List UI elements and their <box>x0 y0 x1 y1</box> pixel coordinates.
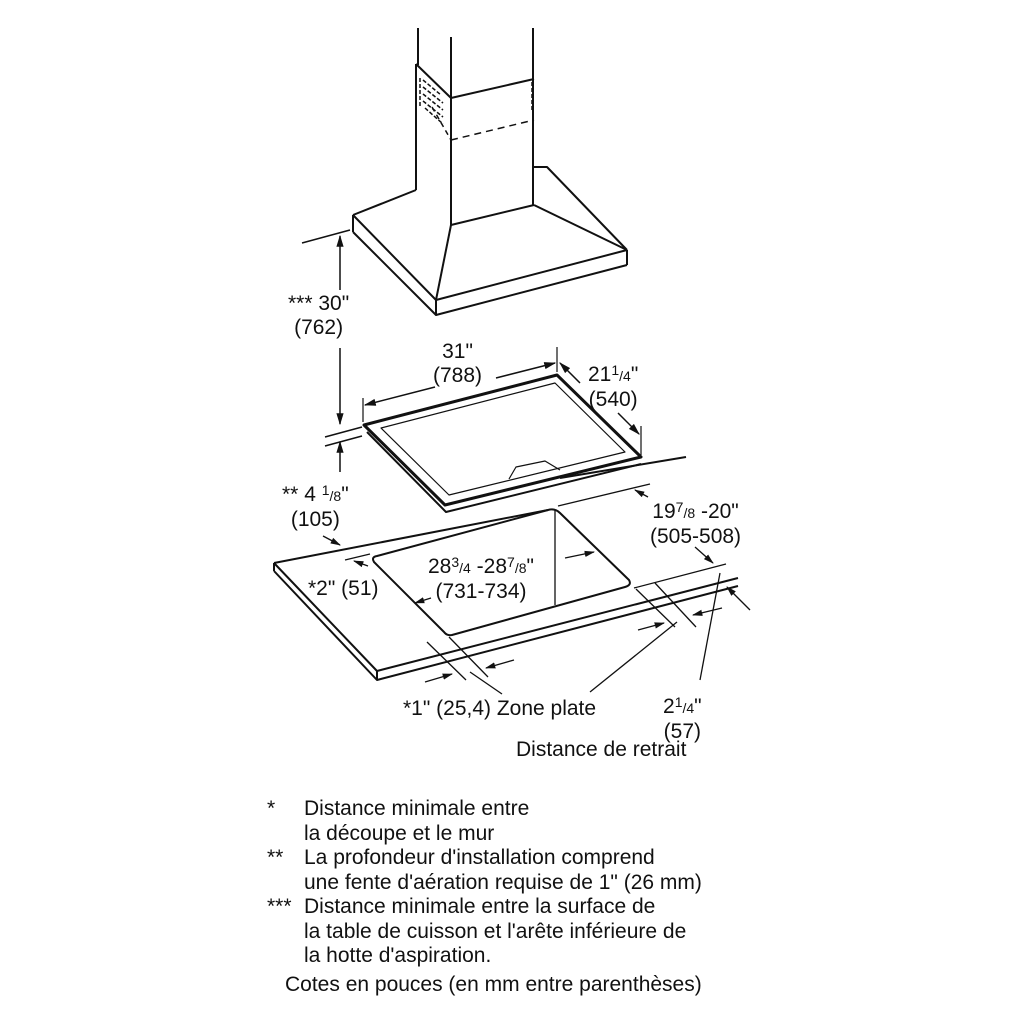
cooktop-width-inches: 31" <box>442 340 473 363</box>
num: 1 <box>321 482 330 498</box>
cutout-width-mm: (731-734) <box>435 580 527 603</box>
den2: 8 <box>518 560 527 576</box>
setback-mm: (57) <box>663 720 701 743</box>
num: 7 <box>675 499 684 515</box>
cooktop-width-label: 31"(788) <box>433 340 482 388</box>
note-line: Distance minimale entre <box>304 797 530 820</box>
cutout-depth-mm: (505-508) <box>650 525 742 548</box>
den: 4 <box>623 368 631 384</box>
note-mark: *** <box>267 895 292 918</box>
unit: " <box>630 363 639 386</box>
note-mark: ** <box>267 846 284 869</box>
range-hood <box>352 28 628 316</box>
note-line: la table de cuisson et l'arête inférieur… <box>304 919 687 943</box>
num: 3 <box>451 554 460 570</box>
mid: -28 <box>470 555 508 578</box>
unit: " <box>694 695 702 718</box>
countertop-dimension-lines <box>322 483 751 695</box>
hood-height-mm: (762) <box>294 316 344 339</box>
note-line: La profondeur d'installation comprend <box>304 846 655 869</box>
whole: 28 <box>428 555 452 578</box>
note-line: une fente d'aération requise de 1" (26 m… <box>304 870 702 894</box>
install-depth-label: ** 4 1/8"(105) <box>282 482 349 531</box>
hood-height-label: *** 30"(762) <box>288 292 349 340</box>
triple-asterisk: *** <box>288 292 313 315</box>
unit: " <box>526 555 534 578</box>
whole: 2 <box>663 695 675 718</box>
hood-height-inches: 30" <box>318 292 350 315</box>
note-line: la découpe et le mur <box>304 821 495 845</box>
setback-label: 21/4"(57) <box>663 694 702 743</box>
hood-height-dimension <box>301 229 363 472</box>
den: 4 <box>463 560 471 576</box>
flat-zone-label: *1" (25,4) Zone plate <box>403 697 597 720</box>
num2: 7 <box>507 554 515 570</box>
num: 1 <box>674 694 683 710</box>
cooktop-depth-label: 211/4"(540) <box>588 362 639 411</box>
cooktop <box>362 347 687 513</box>
cooktop-depth-mm: (540) <box>588 388 638 411</box>
wall-distance-label: *2" (51) <box>308 577 379 600</box>
double-asterisk: ** <box>282 483 299 506</box>
num: 1 <box>611 362 620 378</box>
countertop <box>273 508 739 681</box>
note-line: la hotte d'aspiration. <box>304 944 492 967</box>
rest: -20" <box>695 500 739 523</box>
den: 4 <box>686 700 695 716</box>
cutout-width-label: 283/4 -287/8"(731-734) <box>428 554 534 603</box>
whole: 19 <box>652 500 676 523</box>
note-mark: * <box>267 797 276 820</box>
units-footer: Cotes en pouces (en mm entre parenthèses… <box>285 973 702 996</box>
note-line: Distance minimale entre la surface de <box>304 895 656 918</box>
den: 8 <box>687 505 696 521</box>
whole: 21 <box>588 363 612 386</box>
setback-caption: Distance de retrait <box>516 738 687 761</box>
den: 8 <box>333 488 342 504</box>
whole: 4 <box>304 483 316 506</box>
cooktop-width-mm: (788) <box>433 364 483 387</box>
cutout-depth-label: 197/8 -20"(505-508) <box>650 499 742 548</box>
install-depth-mm: (105) <box>290 508 340 531</box>
unit: " <box>341 483 349 506</box>
